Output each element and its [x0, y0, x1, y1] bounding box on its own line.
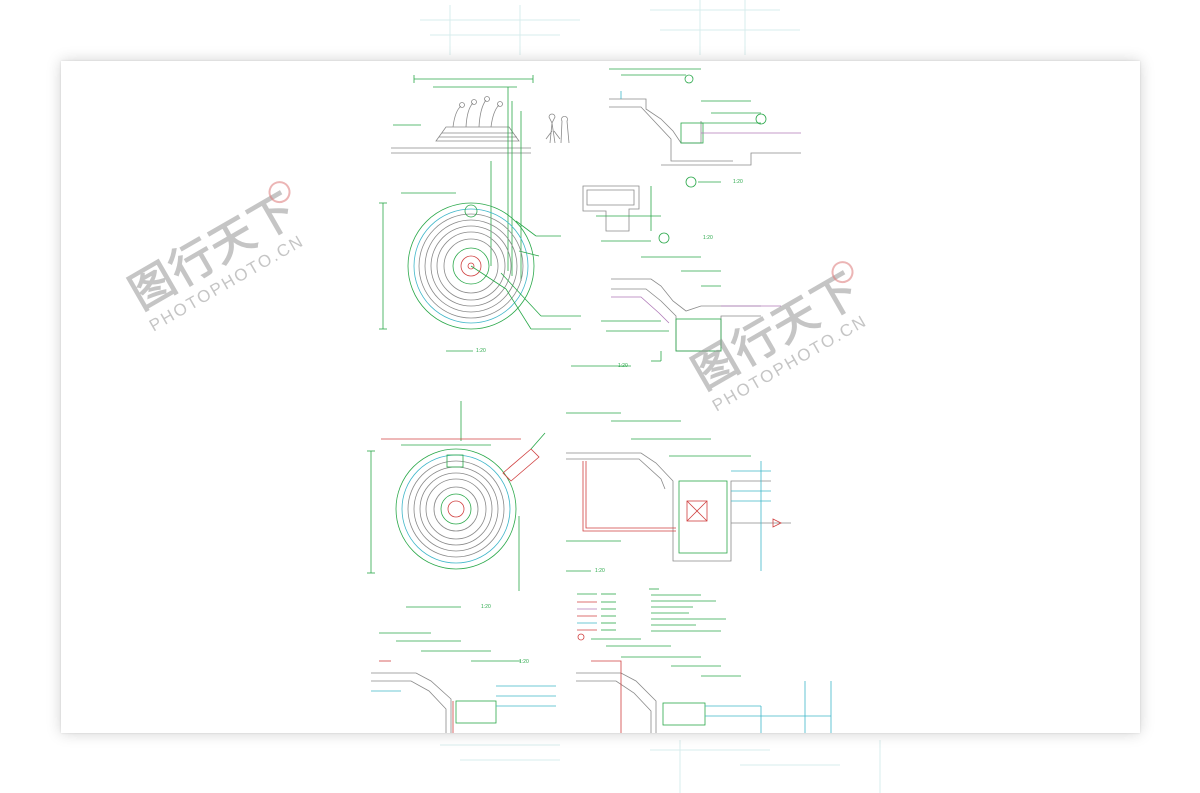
drawing-sheet: 1:20 1:20 1:20 1:20 1:20 1:20 1:20 图行天下 … — [61, 61, 1140, 733]
scale-plan-2: 1:20 — [481, 604, 491, 610]
bottom-section-1 — [371, 632, 556, 733]
scale-section-1: 1:20 — [595, 568, 605, 574]
scale-plan-1: 1:20 — [476, 348, 486, 354]
scale-detail-3: 1:20 — [618, 363, 628, 369]
step-section-2 — [571, 256, 781, 367]
pipe-section — [566, 412, 791, 572]
design-notes — [649, 588, 726, 632]
scale-detail-1: 1:20 — [733, 179, 743, 185]
cad-linework — [367, 68, 832, 733]
step-section-1 — [609, 68, 801, 188]
scale-detail-2: 1:20 — [703, 235, 713, 241]
legend — [577, 593, 616, 641]
bottom-section-2 — [576, 638, 832, 733]
edge-detail — [582, 185, 670, 244]
fountain-elevation — [391, 75, 570, 281]
fountain-plan-1 — [379, 192, 581, 352]
scale-section-2: 1:20 — [519, 659, 529, 665]
fountain-plan-2 — [367, 401, 546, 608]
